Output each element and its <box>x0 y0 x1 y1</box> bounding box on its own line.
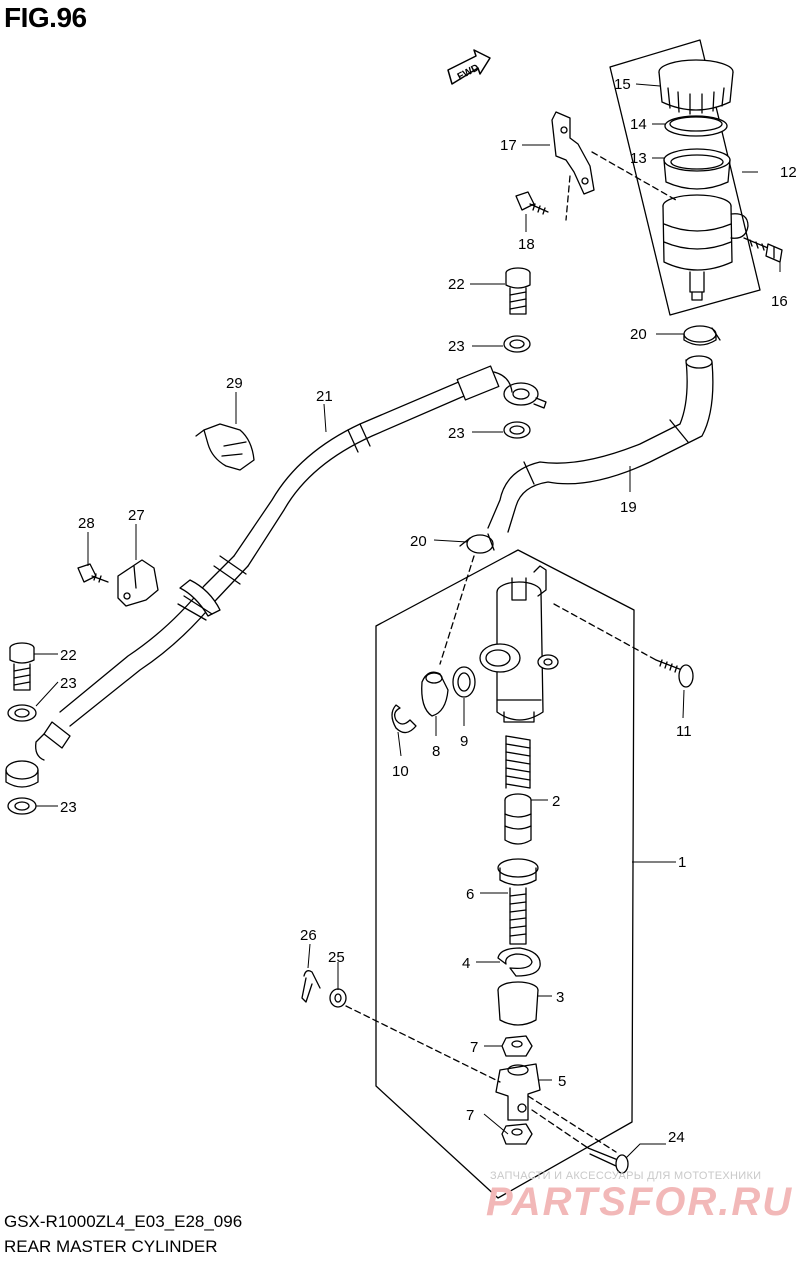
washer-upper-1 <box>503 335 531 353</box>
reservoir-bracket <box>551 111 595 195</box>
callout-1: 1 <box>678 854 686 871</box>
callout-5: 5 <box>558 1073 566 1090</box>
diaphragm-plate <box>664 115 728 137</box>
cotter-pin <box>301 970 321 1003</box>
callout-7a: 7 <box>470 1039 478 1056</box>
callout-16: 16 <box>771 293 788 310</box>
brake-hose <box>35 365 513 761</box>
watermark-logo: PARTSFOR.RU <box>486 1180 794 1224</box>
diaphragm <box>663 148 731 190</box>
banjo-bolt-lower <box>9 642 35 691</box>
clevis-pin <box>587 1147 629 1174</box>
hose-guide <box>117 559 159 607</box>
reservoir-body <box>662 194 749 301</box>
pin-washer <box>329 988 347 1008</box>
lock-nut-upper <box>501 1035 533 1057</box>
piston <box>504 793 532 845</box>
spring <box>505 735 531 789</box>
banjo-fitting-upper <box>503 382 547 409</box>
circlip-connector <box>391 704 417 734</box>
hose-clip-upper <box>683 325 721 346</box>
callout-14: 14 <box>630 116 647 133</box>
watermark-tagline: ЗАПЧАСТИ И АКСЕССУАРЫ ДЛЯ МОТОТЕХНИКИ <box>490 1170 762 1182</box>
lock-nut-lower <box>501 1123 533 1145</box>
hose-connector <box>421 671 449 717</box>
callout-11: 11 <box>676 723 692 740</box>
hose-clip-lower <box>459 533 495 554</box>
callout-22a: 22 <box>448 276 465 293</box>
banjo-fitting-lower <box>5 760 39 788</box>
reservoir-cap <box>658 59 734 115</box>
reservoir-assembly-box <box>609 39 761 316</box>
fwd-arrow: FWD <box>447 49 491 85</box>
callout-6: 6 <box>466 886 474 903</box>
callout-17: 17 <box>500 137 517 154</box>
callout-26: 26 <box>300 927 317 944</box>
callout-2: 2 <box>552 793 560 810</box>
hose-clamp <box>195 423 255 471</box>
washer-upper-2 <box>503 421 531 439</box>
figure-title: FIG.96 <box>4 2 87 33</box>
callout-20a: 20 <box>630 326 647 343</box>
callout-24: 24 <box>668 1129 685 1146</box>
callout-4: 4 <box>462 955 470 972</box>
callout-23b: 23 <box>448 425 465 442</box>
bracket-bolt <box>515 191 549 215</box>
model-code: GSX-R1000ZL4_E03_E28_096 <box>4 1212 243 1231</box>
washer-lower-2 <box>7 797 37 815</box>
hose-guide-bolt <box>77 563 109 583</box>
reservoir-screw <box>743 237 783 263</box>
callout-19: 19 <box>620 499 637 516</box>
callout-29: 29 <box>226 375 243 392</box>
o-ring-connector <box>452 666 476 698</box>
callout-18: 18 <box>518 236 535 253</box>
washer-lower-1 <box>7 704 37 722</box>
mounting-screw <box>655 659 694 688</box>
callout-21: 21 <box>316 388 333 405</box>
callout-23d: 23 <box>60 799 77 816</box>
dust-boot <box>497 981 539 1026</box>
callout-28: 28 <box>78 515 95 532</box>
circlip-rod <box>497 947 541 977</box>
callout-25: 25 <box>328 949 345 966</box>
leader-lines <box>34 83 781 1159</box>
assembly-lines <box>345 151 677 1153</box>
callout-12: 12 <box>780 164 797 181</box>
callout-13: 13 <box>630 150 647 167</box>
banjo-bolt-upper <box>505 267 531 315</box>
clevis <box>495 1063 541 1121</box>
callout-8: 8 <box>432 743 440 760</box>
callout-3: 3 <box>556 989 564 1006</box>
callout-23a: 23 <box>448 338 465 355</box>
callout-15: 15 <box>614 76 631 93</box>
reservoir-hose <box>487 355 714 533</box>
callout-10: 10 <box>392 763 409 780</box>
push-rod <box>497 858 539 945</box>
callout-23c: 23 <box>60 675 77 692</box>
callout-labels: 1 2 3 4 5 6 7 7 8 9 10 11 12 13 14 15 16… <box>60 76 797 1146</box>
callout-27: 27 <box>128 507 145 524</box>
callout-20b: 20 <box>410 533 427 550</box>
master-cylinder-body <box>479 565 559 723</box>
callout-9: 9 <box>460 733 468 750</box>
figure-name: REAR MASTER CYLINDER <box>4 1237 218 1256</box>
callout-22b: 22 <box>60 647 77 664</box>
callout-7b: 7 <box>466 1107 474 1124</box>
master-cylinder-box <box>375 549 635 1199</box>
